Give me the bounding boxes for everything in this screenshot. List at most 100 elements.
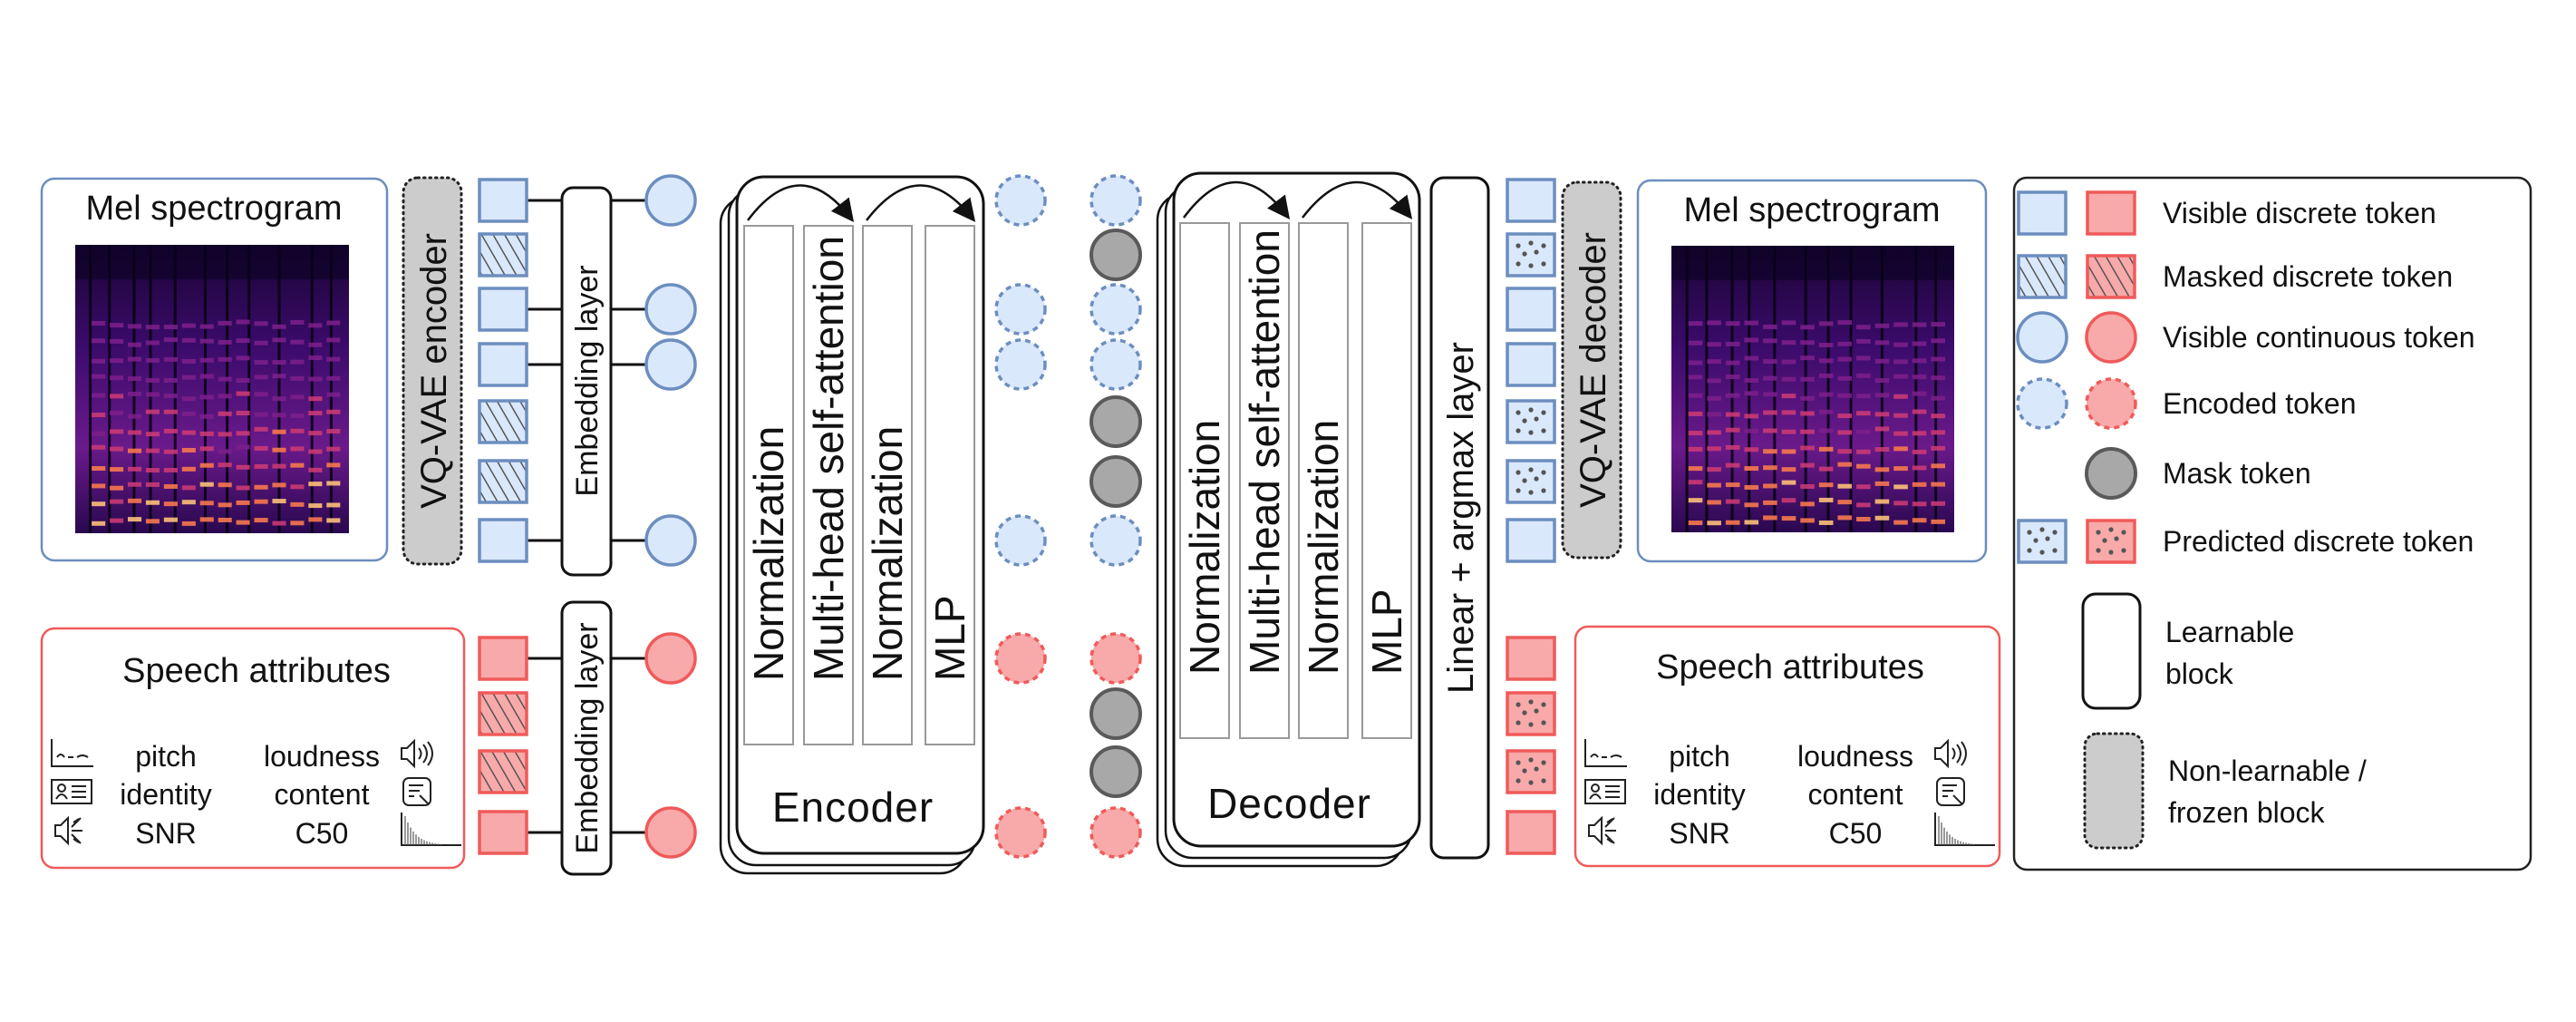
spectrogram-harmonic bbox=[272, 324, 286, 329]
embedded-token-column bbox=[644, 174, 697, 859]
spectrogram-harmonic bbox=[92, 413, 106, 418]
predicted-dot bbox=[1541, 428, 1546, 433]
token-square bbox=[1506, 691, 1556, 736]
spectrogram-harmonic bbox=[163, 467, 178, 472]
output-token-predicted bbox=[1506, 399, 1556, 444]
spectrogram-harmonic bbox=[1707, 467, 1721, 472]
spectrogram-harmonic bbox=[1781, 449, 1796, 454]
legend-item: Masked discrete token bbox=[2017, 254, 2453, 299]
spectrogram-harmonic bbox=[1893, 520, 1908, 525]
spectrogram-harmonic bbox=[1874, 378, 1890, 384]
spectrogram-harmonic bbox=[1781, 376, 1796, 382]
spectrogram-gap bbox=[247, 245, 251, 533]
token-square bbox=[478, 399, 528, 444]
spectrogram-gap bbox=[1705, 246, 1709, 532]
noisy-speaker-icon bbox=[1588, 815, 1616, 846]
predicted-dot bbox=[1522, 768, 1527, 774]
spectrogram-harmonic bbox=[1931, 463, 1946, 469]
predicted-dot bbox=[2108, 527, 2114, 532]
spectrogram-harmonic bbox=[1818, 373, 1834, 378]
embedding-layer-attributes-label: Embedding layer bbox=[570, 622, 605, 853]
spectrogram-harmonic bbox=[308, 517, 323, 522]
spectrogram-harmonic bbox=[236, 338, 250, 344]
spectrogram-harmonic bbox=[1725, 427, 1740, 433]
predicted-dot bbox=[2052, 530, 2058, 535]
sublayer-label: Multi-head self-attention bbox=[805, 236, 852, 681]
spectrogram-harmonic bbox=[145, 409, 160, 414]
spectrogram-harmonic bbox=[1800, 501, 1815, 507]
spectrogram-harmonic bbox=[272, 447, 286, 453]
encoded-token bbox=[1089, 514, 1142, 567]
predicted-dot bbox=[2108, 550, 2114, 555]
spectrogram-harmonic bbox=[1707, 378, 1721, 384]
spectrogram-harmonic bbox=[1800, 445, 1815, 451]
legend-label: frozen block bbox=[2168, 796, 2326, 829]
legend-label: block bbox=[2165, 657, 2234, 690]
spectrogram-harmonic bbox=[127, 430, 142, 435]
attribute-label-c50: C50 bbox=[1829, 817, 1883, 850]
spectrogram-harmonic bbox=[1688, 480, 1703, 485]
spectrogram-harmonic bbox=[326, 481, 341, 486]
legend-label: Masked discrete token bbox=[2163, 260, 2453, 293]
spectrogram-harmonic bbox=[236, 444, 250, 450]
spectrogram-harmonic bbox=[163, 501, 178, 507]
spectrogram-harmonic bbox=[1688, 466, 1703, 472]
input-token-masked bbox=[478, 399, 528, 444]
spectrogram-harmonic bbox=[1856, 355, 1871, 361]
predicted-dot bbox=[1516, 720, 1521, 725]
id-card-icon bbox=[51, 779, 92, 804]
spectrogram-harmonic bbox=[145, 468, 160, 473]
encoded-token bbox=[1089, 338, 1142, 391]
id-card-icon bbox=[1584, 779, 1626, 804]
legend-item: Encoded token bbox=[2016, 377, 2357, 430]
spectrogram-harmonic bbox=[1763, 428, 1777, 433]
spectrogram-harmonic bbox=[1931, 375, 1946, 381]
predicted-dot bbox=[2027, 530, 2032, 535]
predicted-dot bbox=[1528, 407, 1534, 413]
spectrogram-harmonic bbox=[308, 342, 323, 347]
spectrogram-harmonic bbox=[254, 463, 268, 469]
token-square bbox=[2017, 519, 2068, 564]
spectrogram-harmonic bbox=[236, 520, 250, 525]
legend-swatch-blue bbox=[2017, 519, 2068, 564]
spectrogram-harmonic bbox=[1744, 320, 1759, 326]
spectrogram-harmonic bbox=[254, 321, 268, 326]
predicted-dot bbox=[1541, 243, 1546, 248]
spectrogram-harmonic bbox=[92, 483, 106, 489]
predicted-dot bbox=[1522, 251, 1527, 257]
spectrogram-harmonic bbox=[218, 320, 232, 326]
spectrogram-harmonic bbox=[1781, 394, 1796, 399]
spectrogram-harmonic bbox=[1837, 341, 1853, 346]
spectrogram-gap bbox=[1934, 246, 1938, 532]
predicted-dot bbox=[2027, 548, 2032, 553]
spectrogram-harmonic bbox=[163, 325, 178, 330]
residual-arrow bbox=[747, 184, 855, 222]
spectrogram-harmonic bbox=[163, 449, 178, 454]
predicted-dot bbox=[1516, 778, 1521, 784]
spectrogram-harmonic bbox=[1781, 340, 1796, 346]
spectrogram-harmonic bbox=[1837, 462, 1853, 467]
spectrogram-harmonic bbox=[110, 446, 124, 452]
spectrogram-harmonic bbox=[1688, 521, 1703, 526]
spectrogram-harmonic bbox=[1856, 325, 1871, 330]
legend-swatch-blue bbox=[2017, 254, 2068, 299]
legend-label: Mask token bbox=[2163, 457, 2311, 490]
spectrogram-harmonic bbox=[1837, 414, 1853, 419]
spectrogram-harmonic bbox=[1856, 429, 1871, 434]
spectrogram-harmonic bbox=[181, 396, 196, 402]
spectrogram-harmonic bbox=[1912, 449, 1927, 454]
spectrogram-harmonic bbox=[254, 484, 268, 490]
encoded-token bbox=[994, 514, 1047, 567]
spectrogram-harmonic bbox=[1856, 517, 1871, 522]
spectrogram-harmonic bbox=[290, 339, 305, 345]
spectrogram-harmonic bbox=[1912, 518, 1927, 523]
spectrogram-harmonic bbox=[92, 431, 106, 436]
spectrogram-gap bbox=[1826, 246, 1830, 532]
spectrogram-harmonic bbox=[1725, 520, 1740, 525]
spectrogram-harmonic bbox=[308, 323, 323, 328]
spectrogram-harmonic bbox=[326, 502, 341, 508]
mask-token bbox=[1089, 745, 1142, 798]
predicted-dot bbox=[2102, 538, 2107, 543]
spectrogram-harmonic bbox=[1893, 394, 1908, 399]
